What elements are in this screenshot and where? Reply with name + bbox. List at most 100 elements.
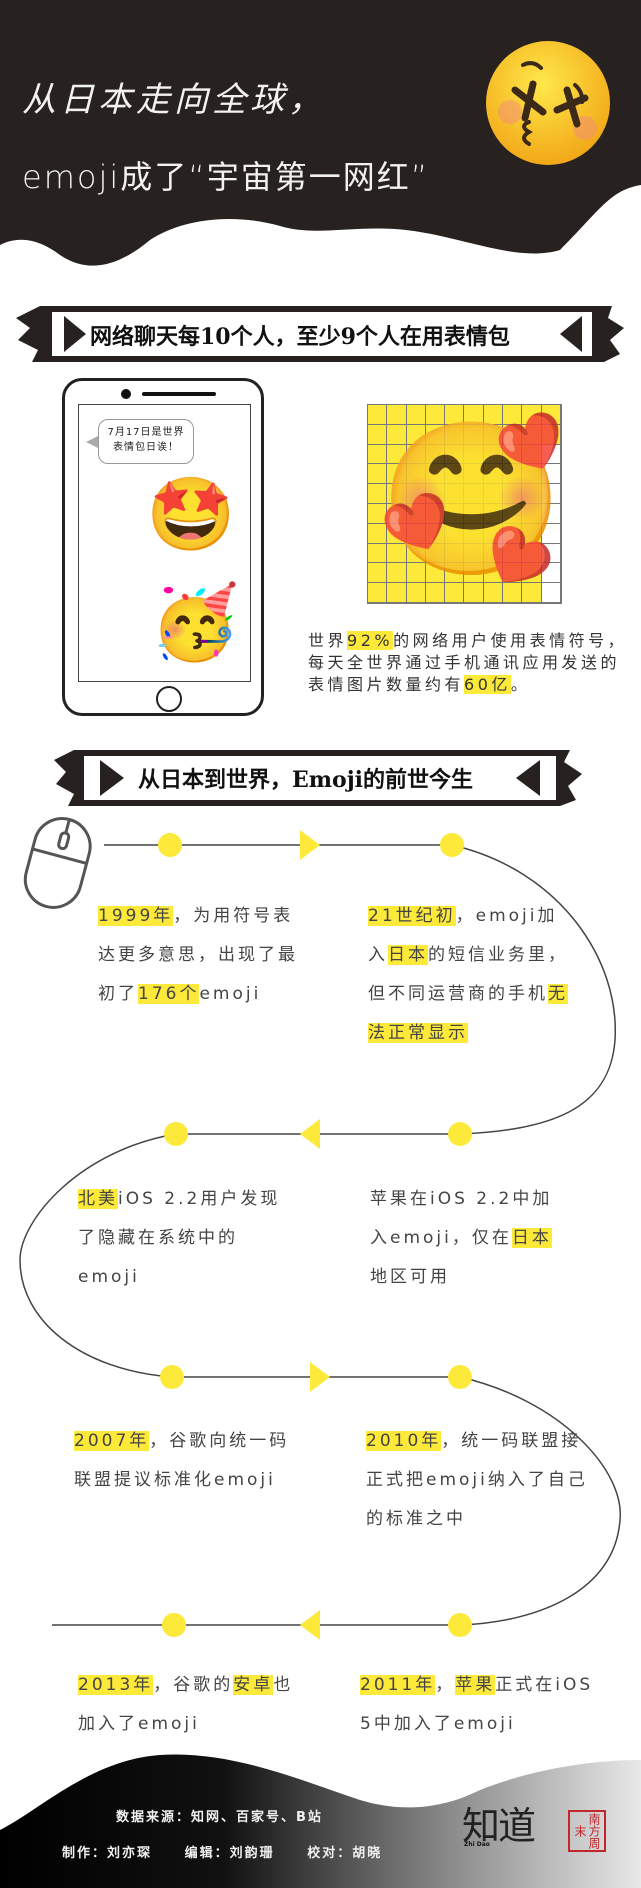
grid-cell — [368, 523, 388, 544]
grid-cell — [368, 543, 388, 564]
section1-banner-title: 网络聊天每10个人，至少9个人在用表情包 — [90, 324, 510, 350]
nanfang-zhoumo-seal-logo: 南方周末 — [568, 1810, 606, 1852]
footer-credits: 制作：刘亦琛 编辑：刘韵珊 校对：胡晓 — [62, 1846, 383, 1861]
grid-cell — [503, 424, 523, 445]
grid-cell — [368, 563, 388, 584]
grid-cell — [445, 464, 465, 485]
stat-text-1: 世界 — [308, 631, 348, 650]
grid-cell — [406, 405, 426, 425]
mouse-icon — [23, 817, 92, 909]
year-highlight: 2007年 — [74, 1431, 150, 1451]
grid-cell — [368, 444, 388, 465]
grid-cell — [445, 405, 465, 425]
phone-illustration — [62, 378, 264, 716]
entry-text: 正式在iOS 5中加入了emoji — [360, 1675, 594, 1734]
grid-cell — [387, 424, 407, 445]
year-highlight: 2011年 — [360, 1675, 436, 1695]
place-highlight: 日本 — [388, 945, 428, 965]
grid-cell — [541, 543, 561, 564]
grid-cell — [483, 484, 504, 504]
stat-text-2: 的网络用户使用表情符号，每天全世界通过手机通讯应用发送的表情图片数量约有 — [308, 631, 628, 694]
grid-cell — [483, 405, 504, 425]
grid-cell — [541, 444, 561, 465]
grid-cell — [425, 523, 446, 544]
grid-cell — [464, 543, 484, 564]
grid-cell — [445, 503, 465, 524]
grid-cell — [483, 523, 504, 544]
grid-cell — [522, 523, 542, 544]
grid-cell — [425, 464, 446, 485]
grid-cell — [483, 583, 504, 603]
grid-cell — [425, 563, 446, 584]
grid-cell — [425, 543, 446, 564]
speech-bubble: 7月17日是世界 表情包日诶！ — [98, 419, 194, 464]
speech-bubble-line1: 7月17日是世界 — [107, 427, 185, 438]
grid-cell — [541, 563, 561, 584]
timeline-arrow-right-icon — [300, 830, 320, 860]
footer-ink-background — [0, 1754, 641, 1888]
timeline-entry-ios22: 苹果在iOS 2.2中加入emoji，仅在日本地区可用 — [370, 1180, 570, 1297]
grid-cell — [445, 563, 465, 584]
timeline-node — [448, 1613, 472, 1637]
entry-text: 也加入了emoji — [78, 1675, 294, 1734]
percentage-grid — [367, 404, 562, 604]
grid-cell — [464, 464, 484, 485]
grid-cell — [387, 563, 407, 584]
grid-cell — [406, 484, 426, 504]
timeline-node — [162, 1613, 186, 1637]
entry-text: ， — [435, 1675, 456, 1695]
timeline-entry-2013: 2013年，谷歌的安卓也加入了emoji — [78, 1666, 298, 1744]
grid-cell — [541, 484, 561, 504]
platform-highlight: 安卓 — [233, 1675, 274, 1695]
grid-cell — [503, 444, 523, 465]
grid-cell — [445, 484, 465, 504]
zhidao-logo: 知道 Zhi Dao — [462, 1805, 546, 1853]
grid-cell — [464, 503, 484, 524]
timeline-node — [158, 833, 182, 857]
grid-cell — [522, 503, 542, 524]
grid-cell — [464, 583, 484, 603]
star-struck-emoji-icon: 🤩 — [146, 472, 236, 556]
grid-cell — [541, 424, 561, 445]
header-title-line2: emoji成了“宇宙第一网红” — [22, 158, 430, 196]
grid-cell — [503, 523, 523, 544]
timeline-node — [448, 1365, 472, 1389]
grid-cell — [387, 405, 407, 425]
speech-bubble-tail — [86, 436, 98, 448]
grid-cell — [387, 523, 407, 544]
partying-face-emoji-icon: 🥳 — [150, 580, 240, 664]
grid-cell — [522, 543, 542, 564]
timeline-entry-2007: 2007年，谷歌向统一码联盟提议标准化emoji — [74, 1422, 294, 1500]
speech-bubble-line2: 表情包日诶！ — [113, 442, 179, 453]
footer-data-source: 数据来源：知网、百家号、B站 — [116, 1810, 323, 1825]
grid-cell — [368, 484, 388, 504]
timeline-node — [440, 833, 464, 857]
grid-cell — [406, 503, 426, 524]
phone-camera-dot — [121, 389, 131, 399]
grid-cell — [387, 464, 407, 485]
brand-highlight: 苹果 — [455, 1675, 496, 1695]
grid-cell — [387, 444, 407, 465]
grid-cell — [387, 583, 407, 603]
grid-cell — [406, 563, 426, 584]
grid-cell — [483, 424, 504, 445]
place-highlight: 北美 — [78, 1189, 118, 1209]
grid-cell — [445, 523, 465, 544]
stat-highlight-percent: 92% — [347, 631, 394, 650]
grid-cell — [541, 405, 561, 425]
phone-screen — [78, 404, 251, 682]
grid-cell — [483, 464, 504, 485]
grid-cell — [503, 405, 523, 425]
header-ink-background — [0, 0, 641, 266]
grid-cell — [522, 444, 542, 465]
grid-cell — [368, 583, 388, 603]
entry-text: 苹果在iOS 2.2中加入emoji，仅在 — [370, 1189, 553, 1248]
stat-paragraph: 世界92%的网络用户使用表情符号，每天全世界通过手机通讯应用发送的表情图片数量约… — [308, 630, 628, 696]
timeline-entry-21st-century: 21世纪初，emoji加入日本的短信业务里，但不同运营商的手机无法正常显示 — [368, 897, 568, 1053]
grid-cell — [425, 484, 446, 504]
banner-brush-frame — [54, 750, 582, 806]
grid-cell — [425, 424, 446, 445]
phone-speaker — [142, 392, 216, 396]
year-highlight: 21世纪初 — [368, 906, 456, 926]
